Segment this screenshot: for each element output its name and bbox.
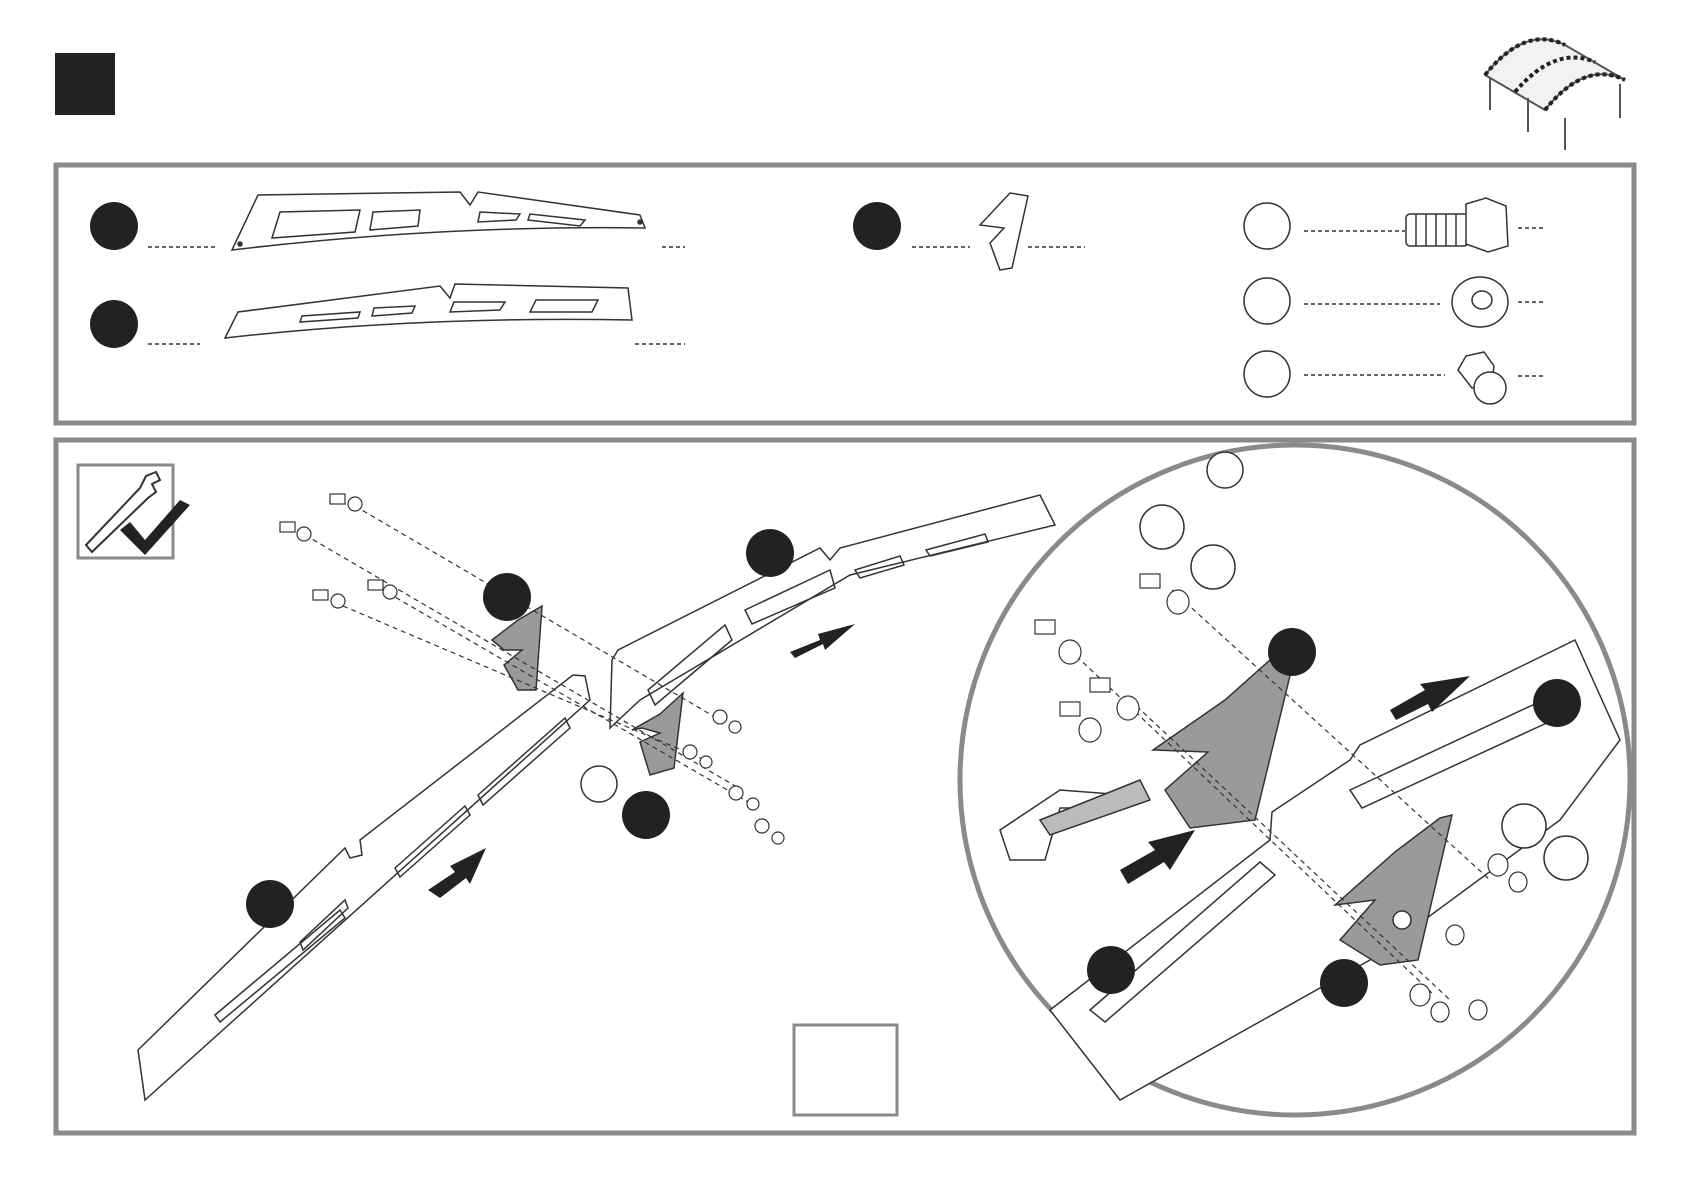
zoom-callout-white-5 xyxy=(1544,836,1588,880)
callout-rafter-upper xyxy=(746,529,794,577)
zoom-callout-white-3 xyxy=(1191,545,1235,589)
washer-icon xyxy=(1452,277,1508,327)
zoom-callout-plate-top xyxy=(1268,628,1316,676)
part-callout-plate xyxy=(853,202,901,250)
carport-canopy-icon xyxy=(1485,39,1625,150)
part-callout-long-2 xyxy=(90,300,138,348)
hardware-callout-washer xyxy=(1244,278,1290,324)
zoom-callout-white-4 xyxy=(1502,804,1546,848)
callout-open xyxy=(581,766,617,802)
callout-plate-bottom xyxy=(622,791,670,839)
zoom-callout-white-2 xyxy=(1140,505,1184,549)
zoom-callout-white-1 xyxy=(1207,452,1243,488)
zoom-callout-rafter-lower xyxy=(1087,946,1135,994)
hardware-callout-nut xyxy=(1244,351,1290,397)
zoom-callout-rafter-upper xyxy=(1533,679,1581,727)
zoom-callout-plate-bottom xyxy=(1320,959,1368,1007)
wrench-check-icon xyxy=(78,465,190,558)
part-callout-long-1 xyxy=(90,202,138,250)
hardware-callout-bolt xyxy=(1244,203,1290,249)
callout-rafter-lower xyxy=(246,880,294,928)
callout-plate-top xyxy=(483,573,531,621)
step-number-box xyxy=(55,53,115,115)
quantity-box xyxy=(794,1025,897,1115)
